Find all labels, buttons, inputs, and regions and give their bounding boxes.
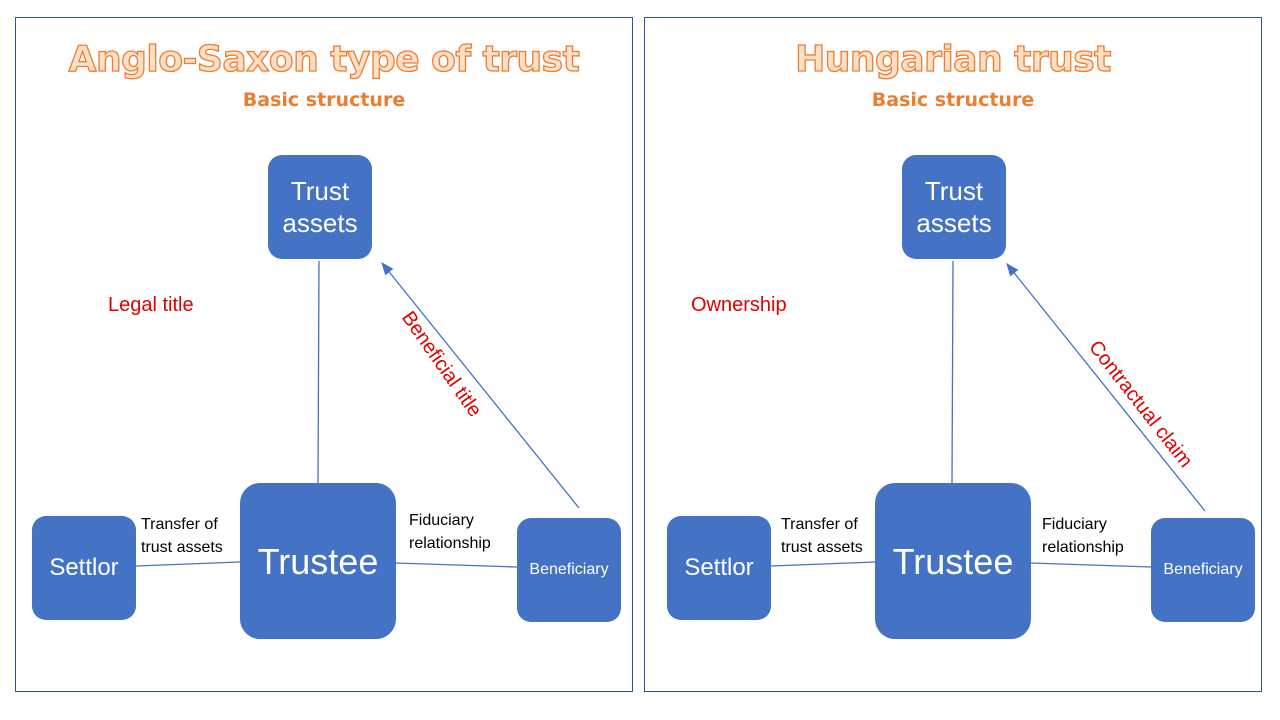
node-label: Trust	[290, 175, 350, 206]
beneficiary-node: Beneficiary	[1151, 518, 1255, 622]
node-label: Trust	[924, 175, 984, 206]
ownership-label: Ownership	[691, 294, 787, 316]
trustee-node: Trustee	[875, 483, 1031, 639]
fiduciary-label-line: Fiduciary	[1042, 516, 1107, 533]
transfer-label-line: Transfer of	[781, 516, 858, 533]
beneficiary-node: Beneficiary	[517, 518, 621, 622]
panel-subtitle: Basic structure	[242, 89, 406, 111]
transfer-label-line: Transfer of	[141, 516, 218, 533]
settlor-trustee-line	[135, 561, 241, 567]
beneficiary-assets-arrow	[1006, 262, 1206, 512]
connector-lines	[770, 260, 1206, 568]
settlor-node: Settlor	[32, 516, 136, 620]
transfer-label: Transfer of trust assets	[781, 513, 863, 559]
transfer-label: Transfer of trust assets	[141, 513, 223, 559]
panel-title: Anglo-Saxon type of trust	[68, 38, 580, 80]
beneficiary-assets-arrow	[381, 261, 580, 509]
panel-title: Hungarian trust	[794, 38, 1112, 80]
transfer-label-line: trust assets	[781, 539, 863, 556]
fiduciary-label-line: relationship	[1042, 539, 1124, 556]
anglo-saxon-trust-panel: Anglo-Saxon type of trust Basic structur…	[15, 17, 633, 692]
node-label: assets	[916, 208, 992, 238]
fiduciary-label: Fiduciary relationship	[409, 509, 491, 555]
trustee-node: Trustee	[240, 483, 396, 639]
trustee-beneficiary-line	[395, 562, 518, 568]
fiduciary-label-line: Fiduciary	[409, 512, 474, 529]
assets-trustee-line	[951, 260, 954, 484]
fiduciary-label: Fiduciary relationship	[1042, 513, 1124, 559]
node-label: assets	[282, 208, 358, 238]
assets-trustee-line	[317, 260, 320, 484]
settlor-trustee-line	[770, 561, 876, 567]
trustee-beneficiary-line	[1029, 562, 1152, 568]
fiduciary-label-line: relationship	[409, 535, 491, 552]
legal-title-label: Legal title	[108, 294, 194, 316]
panel-subtitle: Basic structure	[871, 89, 1035, 111]
transfer-label-line: trust assets	[141, 539, 223, 556]
settlor-node: Settlor	[667, 516, 771, 620]
connector-lines	[135, 260, 580, 568]
